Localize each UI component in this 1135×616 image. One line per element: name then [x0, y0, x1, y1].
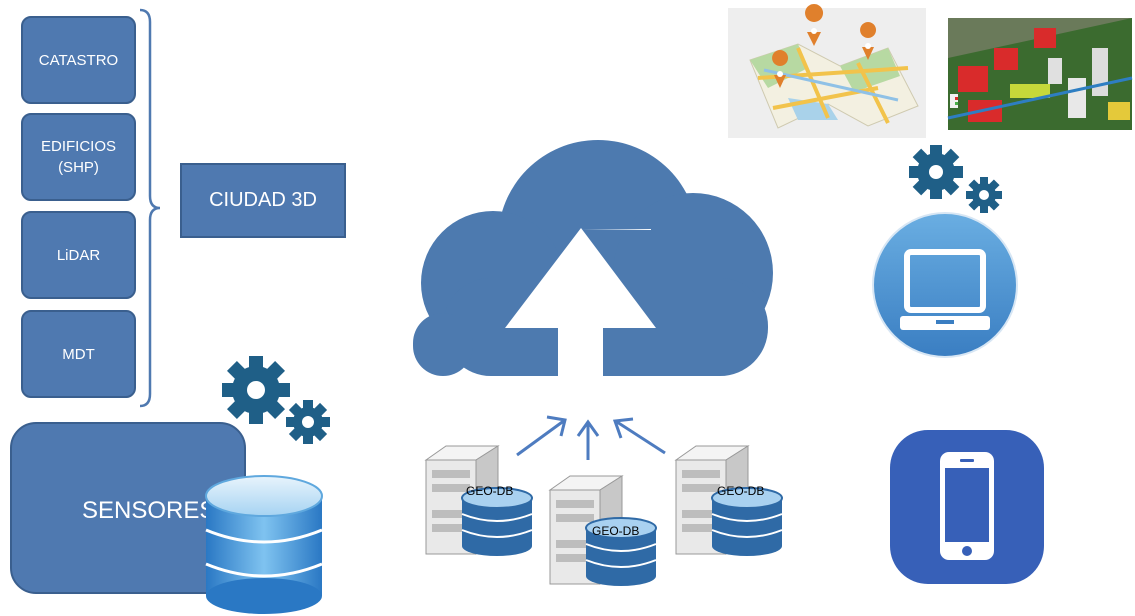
- source-label: EDIFICIOS (SHP): [40, 138, 116, 176]
- source-box-catastro: CATASTRO: [21, 16, 136, 104]
- laptop-icon: [872, 212, 1018, 358]
- gear-icon: [222, 356, 330, 444]
- source-label: LiDAR: [56, 246, 101, 264]
- geo-db-label: GEO-DB: [717, 484, 765, 498]
- smartphone-icon: [890, 430, 1044, 584]
- source-box-mdt: MDT: [21, 310, 136, 398]
- ciudad-3d-box: CIUDAD 3D: [180, 163, 346, 238]
- server-icon: [424, 445, 533, 556]
- ciudad-3d-label: CIUDAD 3D: [209, 189, 317, 211]
- cloud-upload-icon: [413, 140, 773, 378]
- city-3d-icon: [947, 18, 1133, 130]
- server-icon: [548, 475, 657, 586]
- source-label: MDT: [62, 345, 95, 363]
- map-icon: [728, 4, 926, 138]
- source-box-lidar: LiDAR: [21, 211, 136, 299]
- database-icon: [205, 475, 323, 614]
- geo-db-label: GEO-DB: [592, 524, 640, 538]
- source-box-edificios: EDIFICIOS (SHP): [21, 113, 136, 201]
- source-label: CATASTRO: [38, 51, 119, 69]
- geo-db-label: GEO-DB: [466, 484, 514, 498]
- sensores-label: SENSORES: [82, 497, 216, 524]
- gear-icon: [909, 145, 1002, 213]
- arrow-left: [516, 418, 566, 457]
- curly-brace: [139, 8, 161, 408]
- upload-arrows: [516, 415, 666, 460]
- server-icon: [674, 445, 783, 556]
- arrow-right: [616, 420, 666, 455]
